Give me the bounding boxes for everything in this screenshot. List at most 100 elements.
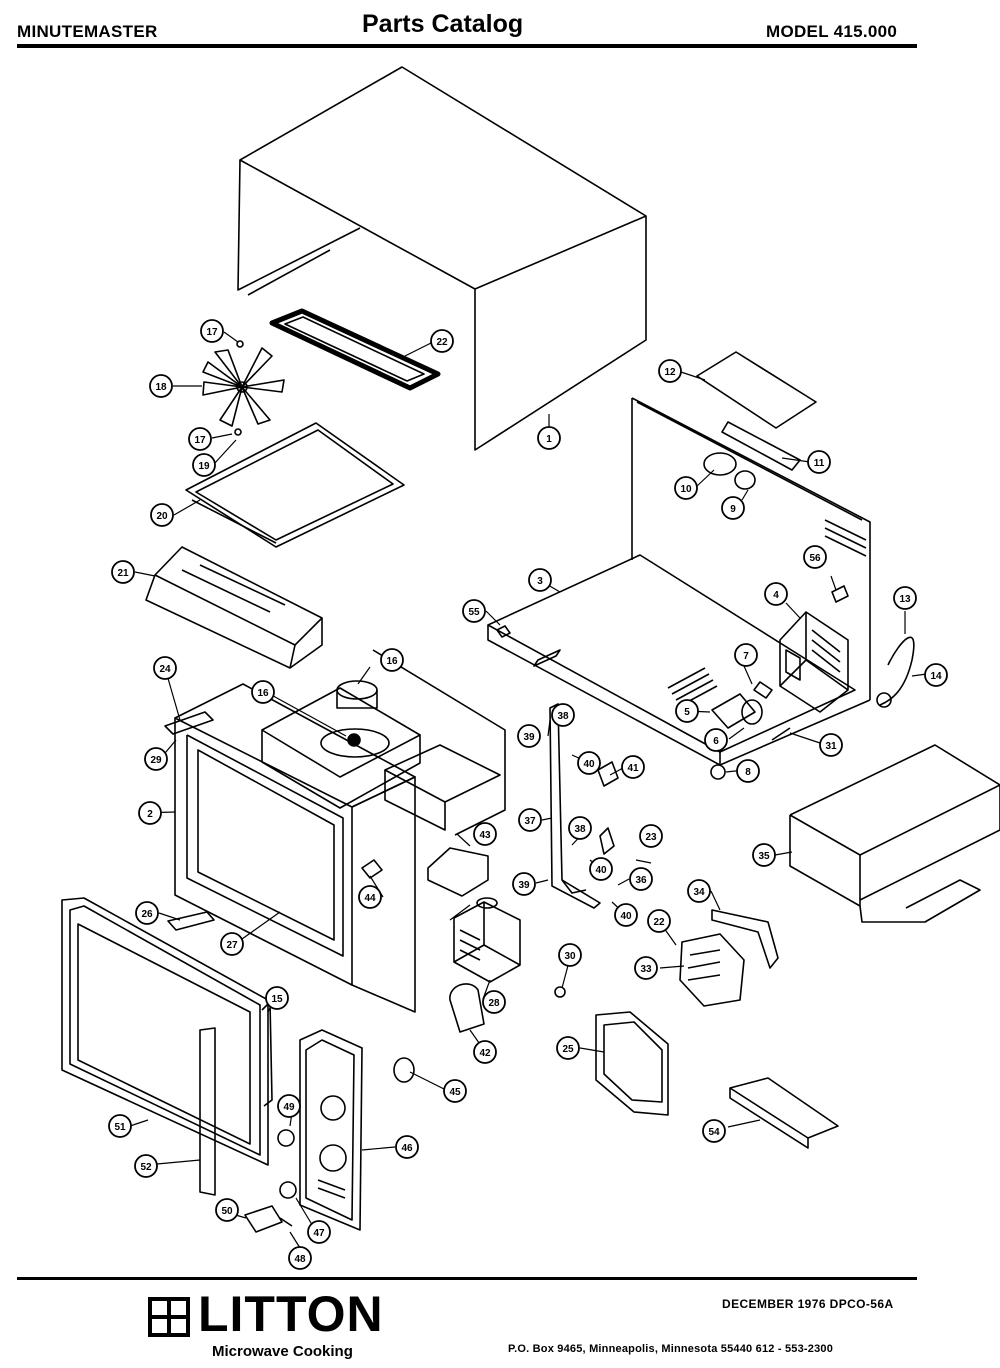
outer-cabinet bbox=[237, 66, 647, 451]
svg-text:27: 27 bbox=[226, 940, 238, 951]
power-cord bbox=[879, 636, 915, 706]
diode bbox=[753, 681, 773, 699]
date-code: DECEMBER 1976 DPCO-56A bbox=[722, 1297, 894, 1311]
callout-40c: 40 bbox=[614, 903, 638, 927]
spring bbox=[279, 1217, 293, 1227]
svg-text:48: 48 bbox=[294, 1254, 306, 1265]
callout-6: 6 bbox=[704, 728, 728, 752]
callout-42: 42 bbox=[473, 1040, 497, 1064]
svg-text:40: 40 bbox=[595, 865, 607, 876]
callout-28: 28 bbox=[482, 990, 506, 1014]
fan-bracket bbox=[711, 909, 779, 969]
control-panel bbox=[299, 1029, 363, 1231]
callout-46: 46 bbox=[395, 1135, 419, 1159]
svg-text:18: 18 bbox=[155, 382, 167, 393]
svg-text:39: 39 bbox=[523, 732, 535, 743]
svg-text:41: 41 bbox=[627, 763, 639, 774]
callout-22: 22 bbox=[430, 329, 454, 353]
page-title: Parts Catalog bbox=[362, 10, 524, 38]
door-frame bbox=[61, 897, 269, 1166]
callout-17b: 17 bbox=[188, 427, 212, 451]
screw bbox=[554, 986, 566, 998]
svg-text:6: 6 bbox=[713, 736, 719, 747]
latch-plate-bottom bbox=[167, 911, 215, 931]
callout-49: 49 bbox=[277, 1094, 301, 1118]
callout-14: 14 bbox=[924, 663, 948, 687]
callout-23: 23 bbox=[639, 824, 663, 848]
knob-bottom bbox=[279, 1181, 297, 1199]
knob-top bbox=[277, 1129, 295, 1147]
callout-5: 5 bbox=[675, 699, 699, 723]
svg-text:10: 10 bbox=[680, 484, 692, 495]
svg-text:45: 45 bbox=[449, 1087, 461, 1098]
thermal-cutout bbox=[703, 452, 737, 476]
litton-logo: LITTON Microwave Cooking bbox=[148, 1289, 400, 1363]
callout-43: 43 bbox=[473, 822, 497, 846]
callout-12: 12 bbox=[658, 359, 682, 383]
svg-text:4: 4 bbox=[773, 590, 779, 601]
callout-19: 19 bbox=[192, 453, 216, 477]
svg-text:16: 16 bbox=[386, 656, 398, 667]
callout-17: 17 bbox=[200, 319, 224, 343]
svg-text:30: 30 bbox=[564, 951, 576, 962]
svg-text:15: 15 bbox=[271, 994, 283, 1005]
callout-29: 29 bbox=[144, 747, 168, 771]
callout-15: 15 bbox=[265, 986, 289, 1010]
svg-text:16: 16 bbox=[257, 688, 269, 699]
litton-mark-icon bbox=[148, 1297, 190, 1337]
callout-26: 26 bbox=[135, 901, 159, 925]
grommet bbox=[710, 764, 726, 780]
resistor bbox=[771, 727, 791, 741]
door-hinge bbox=[261, 1001, 273, 1107]
svg-text:13: 13 bbox=[899, 594, 911, 605]
switch-bracket bbox=[549, 703, 619, 909]
door-handle bbox=[244, 1205, 283, 1233]
svg-text:38: 38 bbox=[574, 824, 586, 835]
callout-39: 39 bbox=[517, 724, 541, 748]
transformer bbox=[779, 611, 849, 713]
capacitor-end bbox=[741, 699, 763, 725]
svg-text:40: 40 bbox=[620, 911, 632, 922]
callout-31: 31 bbox=[819, 733, 843, 757]
door-choke bbox=[199, 1027, 216, 1196]
callout-38b: 38 bbox=[568, 816, 592, 840]
callout-22b: 22 bbox=[647, 909, 671, 933]
callout-44: 44 bbox=[358, 885, 382, 909]
interlock-switch bbox=[361, 859, 383, 879]
svg-text:54: 54 bbox=[708, 1127, 720, 1138]
svg-text:23: 23 bbox=[645, 832, 657, 843]
header-rule bbox=[17, 44, 917, 48]
fan-nut bbox=[236, 340, 244, 348]
callout-3: 3 bbox=[528, 568, 552, 592]
callout-16b: 16 bbox=[380, 648, 404, 672]
callout-1: 1 bbox=[537, 426, 561, 450]
svg-text:33: 33 bbox=[640, 964, 652, 975]
fuse-clip bbox=[831, 585, 849, 603]
svg-text:52: 52 bbox=[140, 1162, 152, 1173]
filter-edge bbox=[729, 1088, 809, 1149]
svg-text:9: 9 bbox=[730, 504, 736, 515]
svg-text:24: 24 bbox=[159, 664, 171, 675]
svg-text:49: 49 bbox=[283, 1102, 295, 1113]
callout-2: 2 bbox=[138, 801, 162, 825]
callout-18: 18 bbox=[149, 374, 173, 398]
callout-50: 50 bbox=[215, 1198, 239, 1222]
callout-56: 56 bbox=[803, 545, 827, 569]
callout-30: 30 bbox=[558, 943, 582, 967]
svg-text:34: 34 bbox=[693, 887, 705, 898]
svg-text:55: 55 bbox=[468, 607, 480, 618]
svg-text:5: 5 bbox=[684, 707, 690, 718]
callout-37: 37 bbox=[518, 808, 542, 832]
control-housing bbox=[145, 546, 323, 669]
callout-9: 9 bbox=[721, 496, 745, 520]
svg-text:28: 28 bbox=[488, 998, 500, 1009]
svg-text:31: 31 bbox=[825, 741, 837, 752]
callout-33: 33 bbox=[634, 956, 658, 980]
air-guide bbox=[595, 1011, 669, 1116]
magnetron bbox=[453, 897, 521, 983]
svg-text:7: 7 bbox=[743, 651, 749, 662]
company-address: P.O. Box 9465, Minneapolis, Minnesota 55… bbox=[508, 1343, 834, 1355]
latch-plate-top bbox=[164, 711, 214, 735]
svg-text:25: 25 bbox=[562, 1044, 574, 1055]
